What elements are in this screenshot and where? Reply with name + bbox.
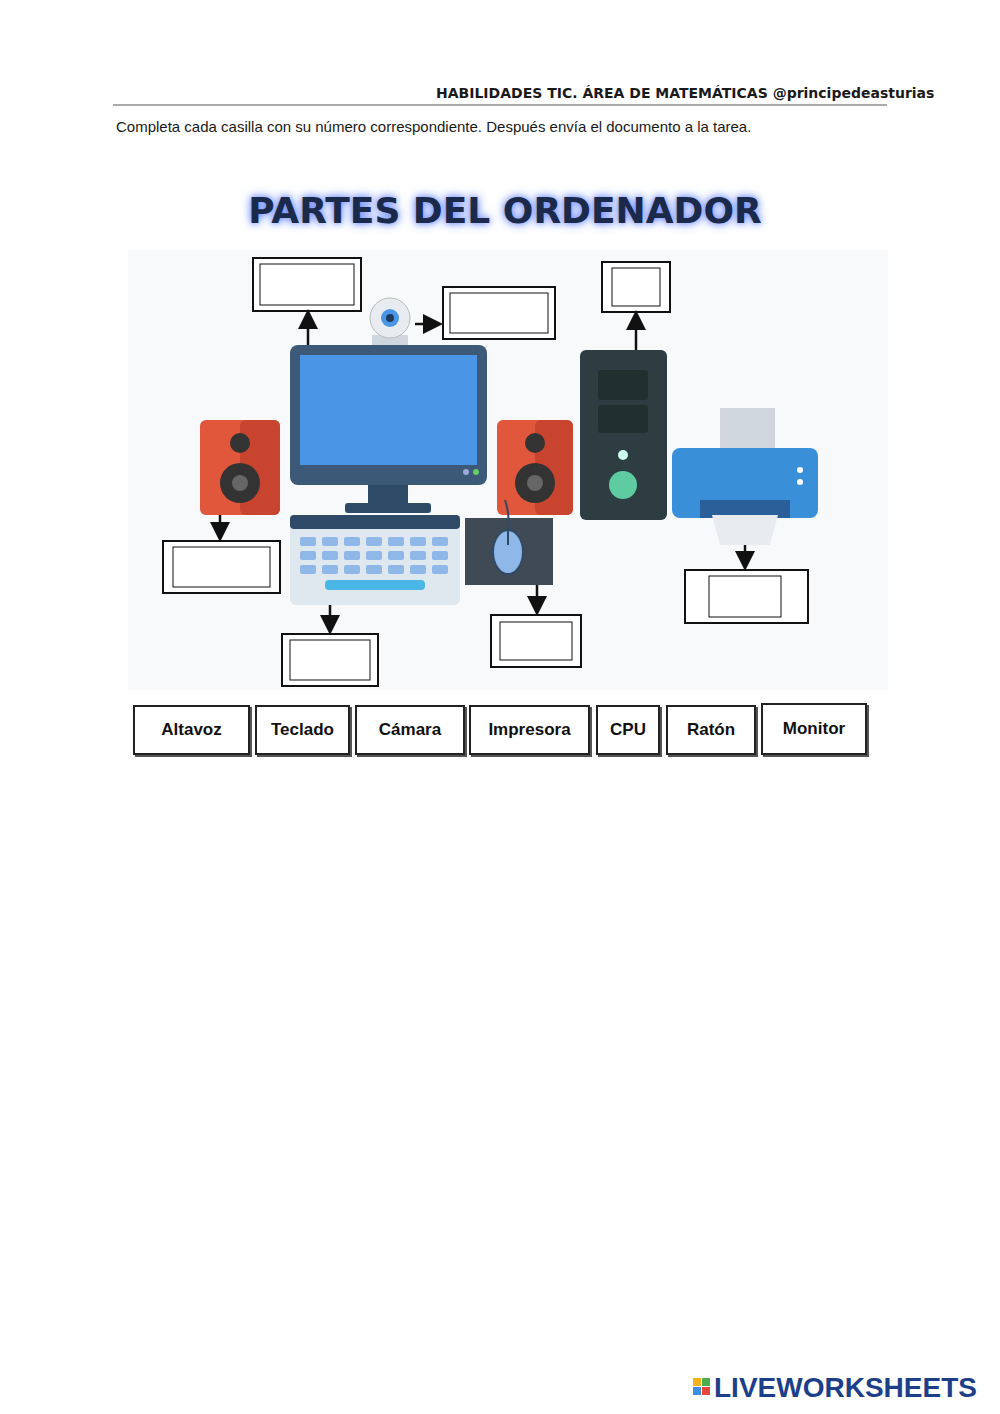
word-label: Ratón (687, 720, 735, 740)
word-bank-box: Impresora (469, 705, 590, 755)
title: PARTES DEL ORDENADOR (248, 190, 762, 231)
word-bank-box: CPU (596, 705, 660, 755)
word-label: CPU (610, 720, 646, 740)
instruction-text: Completa cada casilla con su número corr… (116, 118, 751, 135)
word-label: Altavoz (161, 720, 221, 740)
word-bank-box: Cámara (355, 705, 465, 755)
header-text: HABILIDADES TIC. ÁREA DE MATEMÁTICAS @pr… (436, 85, 934, 101)
word-bank-box: Ratón (666, 705, 756, 755)
word-label: Cámara (379, 720, 441, 740)
word-bank-box: Altavoz (133, 705, 250, 755)
word-label: Monitor (783, 719, 845, 739)
watermark: LIVEWORKSHEETS (714, 1372, 977, 1404)
word-label: Impresora (488, 720, 570, 740)
word-bank-box: Teclado (255, 705, 350, 755)
word-bank-box: Monitor (761, 703, 867, 755)
word-label: Teclado (271, 720, 334, 740)
